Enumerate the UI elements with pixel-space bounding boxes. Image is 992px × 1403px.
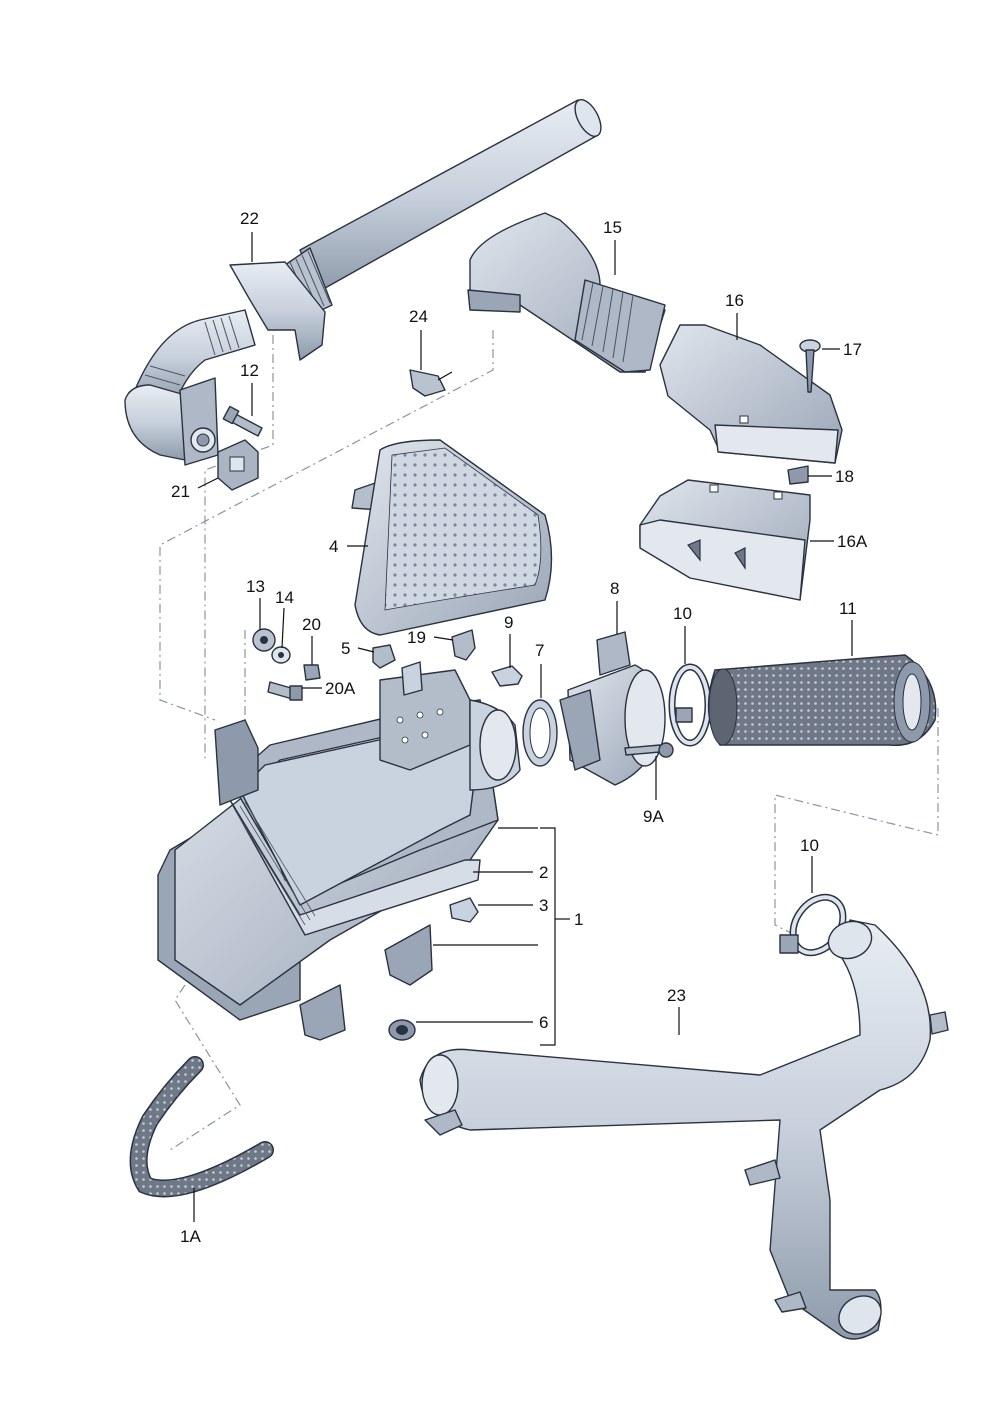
label-21: 21 (171, 482, 190, 501)
part-5-grommet (372, 644, 396, 669)
part-1-air-filter-housing (157, 661, 521, 1041)
part-14-washer (271, 646, 291, 664)
label-8: 8 (610, 579, 619, 598)
label-9A: 9A (643, 807, 664, 826)
label-18: 18 (835, 467, 854, 486)
label-4: 4 (329, 537, 338, 556)
label-24: 24 (409, 307, 428, 326)
label-3: 3 (539, 896, 548, 915)
part-11-intake-hose (707, 654, 937, 747)
label-15: 15 (603, 218, 622, 237)
label-9: 9 (504, 613, 513, 632)
part-15-air-duct (467, 212, 666, 373)
part-6-rubber-mount (388, 1019, 416, 1041)
part-8-air-mass-meter (559, 631, 666, 786)
part-18-clip-nut (787, 465, 809, 485)
label-2: 2 (539, 863, 548, 882)
part-16-air-guide (659, 324, 843, 464)
label-20: 20 (302, 615, 321, 634)
label-1: 1 (574, 910, 583, 929)
part-1A-drain-hose (129, 1056, 274, 1198)
part-19-clip (451, 629, 476, 661)
label-19: 19 (407, 628, 426, 647)
part-13-washer (252, 628, 276, 652)
label-5: 5 (341, 639, 350, 658)
label-12: 12 (240, 361, 259, 380)
part-23-intake-y-pipe (419, 919, 949, 1340)
label-14: 14 (275, 588, 294, 607)
part-20-nut (303, 664, 321, 681)
label-10-upper: 10 (673, 604, 692, 623)
label-10-lower: 10 (800, 836, 819, 855)
part-9A-screw (624, 742, 674, 758)
label-6: 6 (539, 1013, 548, 1032)
part-16A-air-guide (639, 479, 811, 601)
leader-lines (193, 232, 853, 1222)
label-13: 13 (246, 577, 265, 596)
label-11: 11 (839, 599, 857, 618)
part-12-bolt (222, 405, 263, 437)
part-17-screw (799, 339, 821, 393)
label-23: 23 (667, 986, 686, 1005)
label-7: 7 (535, 641, 544, 660)
label-16A: 16A (837, 532, 868, 551)
label-16: 16 (725, 291, 744, 310)
part-21-rubber-block (217, 439, 259, 491)
label-20A: 20A (325, 679, 356, 698)
label-1A: 1A (180, 1227, 201, 1246)
callout-labels: 22 12 21 24 15 16 17 18 16A 4 13 14 20 2… (171, 209, 868, 1246)
part-24-clip (409, 369, 453, 397)
part-9-clamp-clip (491, 665, 523, 687)
label-22: 22 (240, 209, 259, 228)
label-17: 17 (843, 340, 862, 359)
part-4-cover (351, 439, 553, 636)
part-20A-bolt (267, 681, 303, 701)
part-7-seal-ring (522, 699, 558, 767)
part-10-hose-clamp-upper (668, 663, 712, 747)
part-22-intake-snorkel (124, 99, 602, 466)
part-3-clip (449, 897, 479, 923)
